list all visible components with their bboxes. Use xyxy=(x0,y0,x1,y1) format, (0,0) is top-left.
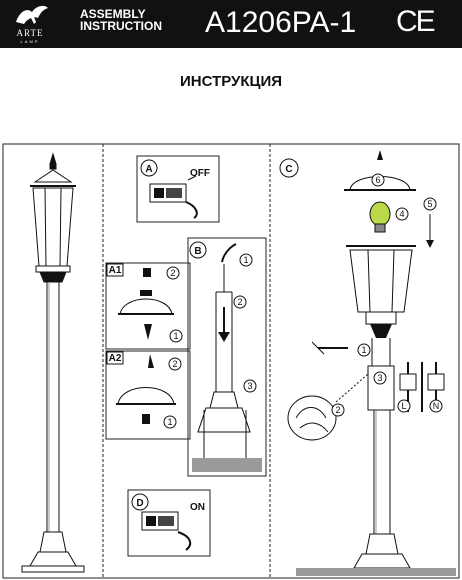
step-a2-num-1: 1 xyxy=(167,417,172,427)
step-c-num-5: 5 xyxy=(427,199,432,209)
step-c-wiring: 3 L N 2 xyxy=(287,362,445,441)
ce-mark: CE xyxy=(396,5,436,38)
diagram-frame xyxy=(2,143,460,579)
step-a1-label: A1 xyxy=(109,265,122,276)
brand-logo: ARTE LAMP xyxy=(6,2,54,46)
step-c-lamp-head: C 6 4 5 1 xyxy=(279,150,437,372)
model-number: A1206PA-1 xyxy=(205,6,357,39)
step-c-num-6: 6 xyxy=(375,175,380,185)
step-d-switch-on: D ON xyxy=(127,489,211,557)
instruction-line: INSTRUCTION xyxy=(80,19,162,33)
step-a2-shade-fixing: A2 2 1 xyxy=(105,350,191,440)
step-a2-label: A2 xyxy=(109,353,122,364)
step-b-num-1: 1 xyxy=(243,255,248,265)
step-d-label: D xyxy=(136,498,143,509)
step-c-num-1: 1 xyxy=(361,345,366,355)
step-a-label: A xyxy=(145,164,152,175)
assembly-instruction-label: ASSEMBLY INSTRUCTION xyxy=(80,8,162,32)
switch-off-label: OFF xyxy=(190,168,210,179)
wire-label-n: N xyxy=(433,401,440,411)
step-c-num-3: 3 xyxy=(377,373,382,383)
step-c-label: C xyxy=(285,164,292,175)
step-a1-num-2: 2 xyxy=(170,268,175,278)
griffin-icon xyxy=(16,5,48,24)
assembly-diagram: A OFF A1 2 1 A2 2 1 xyxy=(2,143,460,579)
header-bar: ARTE LAMP ASSEMBLY INSTRUCTION A1206PA-1… xyxy=(0,0,462,48)
ground-surface-c xyxy=(296,568,456,576)
step-c-pole-and-base xyxy=(296,410,456,576)
page-title: ИНСТРУКЦИЯ xyxy=(179,73,283,90)
step-c-num-2: 2 xyxy=(335,405,340,415)
assembly-line: ASSEMBLY xyxy=(80,7,146,21)
wire-label-l: L xyxy=(401,401,406,411)
step-b-label: B xyxy=(194,246,201,257)
step-b-num-3: 3 xyxy=(247,381,252,391)
step-b-pole-assembly: B 1 2 3 xyxy=(187,237,267,477)
step-a1-shade-removal: A1 2 1 xyxy=(105,262,191,350)
ground-surface xyxy=(192,458,262,472)
light-bulb-icon xyxy=(369,201,391,227)
brand-subtitle: LAMP xyxy=(20,39,40,44)
brand-name: ARTE xyxy=(16,28,44,38)
step-c-num-4: 4 xyxy=(399,209,404,219)
complete-lamp-illustration xyxy=(21,152,85,573)
step-a-switch-off: A OFF xyxy=(136,155,220,223)
switch-on-label: ON xyxy=(190,502,205,513)
step-a2-num-2: 2 xyxy=(172,359,177,369)
step-b-num-2: 2 xyxy=(237,297,242,307)
step-a1-num-1: 1 xyxy=(173,331,178,341)
